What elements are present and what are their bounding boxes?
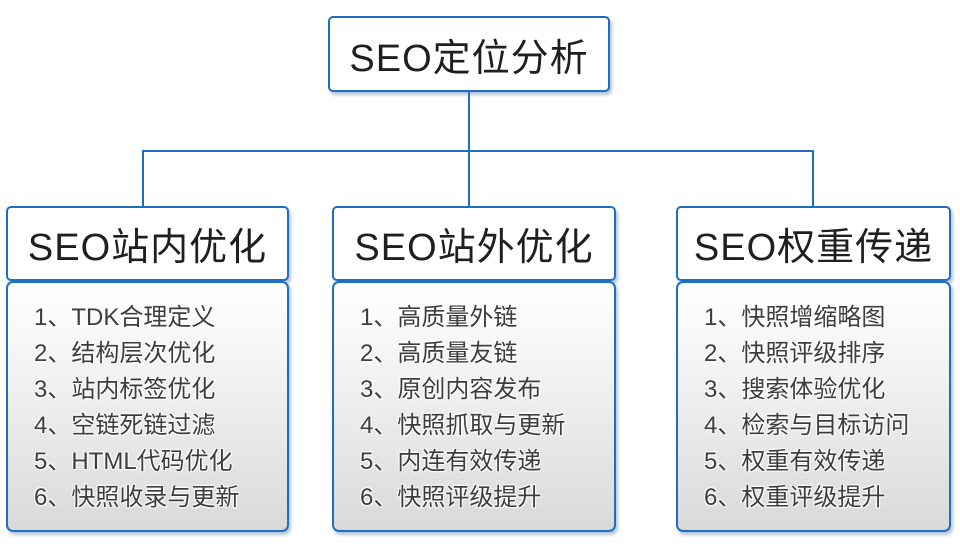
branch-list-weight: 1、快照增缩略图 2、快照评级排序 3、搜索体验优化 4、检索与目标访问 5、权… <box>676 281 951 532</box>
list-item: 4、检索与目标访问 <box>704 412 910 439</box>
branch-title: SEO站外优化 <box>354 227 594 269</box>
list-item: 4、空链死链过滤 <box>34 412 216 439</box>
list-item: 4、快照抓取与更新 <box>360 412 566 439</box>
list-item: 3、搜索体验优化 <box>704 376 886 403</box>
list-item: 1、快照增缩略图 <box>704 304 886 331</box>
root-title: SEO定位分析 <box>349 37 589 80</box>
list-item: 2、结构层次优化 <box>34 340 216 367</box>
list-item: 6、权重评级提升 <box>704 484 886 511</box>
branch-title: SEO站内优化 <box>27 227 268 269</box>
connector-root-vertical <box>468 92 470 150</box>
list-item: 3、原创内容发布 <box>360 376 542 403</box>
list-item: 6、快照收录与更新 <box>34 484 240 511</box>
list-item: 1、TDK合理定义 <box>34 304 216 331</box>
list-item: 1、高质量外链 <box>360 304 518 331</box>
list-item: 5、权重有效传递 <box>704 448 886 475</box>
branch-header-weight: SEO权重传递 <box>676 206 951 281</box>
root-node: SEO定位分析 <box>328 16 610 92</box>
connector-horizontal <box>142 150 814 152</box>
list-item: 2、高质量友链 <box>360 340 518 367</box>
list-item: 6、快照评级提升 <box>360 484 542 511</box>
branch-header-offsite: SEO站外优化 <box>332 206 616 281</box>
list-item: 5、内连有效传递 <box>360 448 542 475</box>
list-item: 5、HTML代码优化 <box>34 448 233 475</box>
connector-left-vertical <box>142 152 144 206</box>
branch-list-offsite: 1、高质量外链 2、高质量友链 3、原创内容发布 4、快照抓取与更新 5、内连有… <box>332 281 616 532</box>
connector-middle-vertical <box>468 152 470 206</box>
branch-list-onsite: 1、TDK合理定义 2、结构层次优化 3、站内标签优化 4、空链死链过滤 5、H… <box>6 281 289 532</box>
branch-header-onsite: SEO站内优化 <box>6 206 289 281</box>
list-item: 2、快照评级排序 <box>704 340 886 367</box>
connector-right-vertical <box>812 152 814 206</box>
branch-title: SEO权重传递 <box>693 227 934 269</box>
list-item: 3、站内标签优化 <box>34 376 216 403</box>
